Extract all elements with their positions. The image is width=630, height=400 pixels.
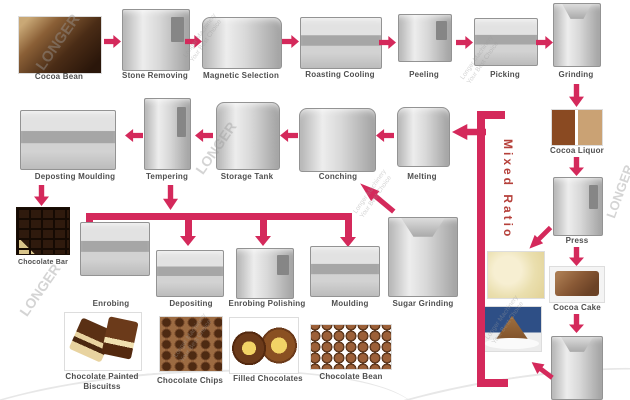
distribution-drop-depositing: [180, 220, 196, 246]
grinding-machine-image: [553, 3, 601, 67]
arrow-press-to-cocoa-butter: [525, 223, 555, 253]
mixed-ratio-label: Mixed Ratio: [501, 139, 515, 240]
arrow-picking-to-grinding: [536, 36, 553, 49]
arrow-cocoa-liquor-to-press: [569, 157, 584, 176]
arrow-melting-to-conching: [376, 129, 394, 142]
grinding-label: Grinding: [558, 70, 594, 79]
sugar-grinding-label: Sugar Grinding: [392, 299, 454, 308]
melting-machine-image: [397, 107, 450, 167]
mixed-ratio-line-top-hook: [477, 111, 505, 119]
arrow-sugar-grinding-to-conching: [356, 178, 398, 216]
chocolate-bean-label: Chocolate Bean: [319, 372, 383, 381]
arrow-grinding-to-cocoa-liquor: [569, 84, 584, 107]
moulding-label: Moulding: [331, 299, 369, 308]
magnetic-selection-label: Magnetic Selection: [202, 71, 280, 80]
moulding-machine-image: [310, 246, 380, 297]
cocoa-cake-image: [549, 266, 605, 303]
distribution-line-horizontal: [86, 213, 352, 220]
arrow-deposting-moulding-to-chocolate-bar: [34, 185, 49, 206]
roasting-cooling-label: Roasting Cooling: [305, 70, 375, 79]
brand-watermark: LONGER: [16, 260, 64, 320]
chocolate-painted-biscuits-label: Chocolate Painted Biscuitss: [65, 372, 139, 391]
filled-chocolates-label: Filled Chocolates: [233, 374, 303, 383]
melting-label: Melting: [407, 172, 437, 181]
chocolate-bar-image: [16, 207, 70, 255]
chocolate-chips-label: Chocolate Chips: [156, 376, 224, 385]
chocolate-chips-image: [159, 316, 223, 372]
picking-machine-image: [474, 18, 538, 66]
arrow-magnetic-selection-to-roasting-cooling: [282, 35, 299, 48]
stone-removing-label: Stone Removing: [122, 71, 188, 80]
enrobing-polishing-label: Enrobing Polishing: [228, 299, 306, 308]
conching-machine-image: [299, 108, 376, 172]
filled-chocolates-image: [229, 317, 299, 374]
chocolate-painted-biscuits-image: [64, 312, 142, 371]
arrow-peeling-to-picking: [456, 36, 473, 49]
peeling-label: Peeling: [409, 70, 439, 79]
cocoa-powder-mill-image: [551, 336, 603, 400]
enrobing-label: Enrobing: [92, 299, 130, 308]
enrobing-polishing-machine-image: [236, 248, 294, 299]
brand-watermark: LONGER: [603, 162, 630, 221]
cocoa-cake-label: Cocoa Cake: [553, 303, 601, 312]
arrow-press-to-cocoa-cake: [569, 247, 584, 266]
chocolate-bar-label: Chocolate Bar: [17, 259, 69, 266]
deposting-moulding-machine-image: [20, 110, 116, 170]
conching-label: Conching: [318, 172, 358, 181]
tempering-label: Tempering: [145, 172, 189, 181]
distribution-drop-moulding: [340, 213, 356, 247]
distribution-drop-enrobing-polishing: [255, 220, 271, 246]
depositing-label: Depositing: [169, 299, 213, 308]
magnetic-selection-machine-image: [202, 17, 282, 69]
deposting-moulding-label: Deposting Moulding: [34, 172, 116, 181]
cocoa-powder-image: [482, 306, 542, 352]
arrow-storage-tank-to-tempering: [195, 129, 213, 142]
storage-tank-machine-image: [216, 102, 280, 170]
arrow-conching-to-storage-tank: [280, 129, 298, 142]
depositing-machine-image: [156, 250, 224, 297]
sugar-grinding-machine-image: [388, 217, 458, 297]
arrow-cocoa-cake-to-powder-mill: [569, 314, 584, 333]
chocolate-bean-image: [310, 324, 392, 370]
cocoa-bean-image: [18, 16, 102, 74]
roasting-cooling-machine-image: [300, 17, 382, 69]
tempering-machine-image: [144, 98, 191, 170]
cocoa-butter-image: [487, 251, 545, 299]
storage-tank-label: Storage Tank: [220, 172, 274, 181]
arrow-cocoa-bean-to-stone-removing: [104, 35, 121, 48]
mixed-ratio-line-vertical: [477, 111, 485, 385]
peeling-machine-image: [398, 14, 452, 62]
arrow-tempering-to-deposting-moulding: [125, 129, 143, 142]
enrobing-machine-image: [80, 222, 150, 276]
picking-label: Picking: [490, 70, 520, 79]
cocoa-bean-label: Cocoa Bean: [34, 72, 84, 81]
cocoa-liquor-label: Cocoa Liquor: [550, 146, 604, 155]
stone-removing-machine-image: [122, 9, 190, 71]
cocoa-liquor-image: [551, 109, 603, 146]
arrow-tempering-to-distribution-line: [163, 185, 178, 210]
press-machine-image: [553, 177, 603, 236]
mixed-ratio-line-bottom-hook: [477, 379, 508, 387]
press-label: Press: [565, 236, 589, 245]
